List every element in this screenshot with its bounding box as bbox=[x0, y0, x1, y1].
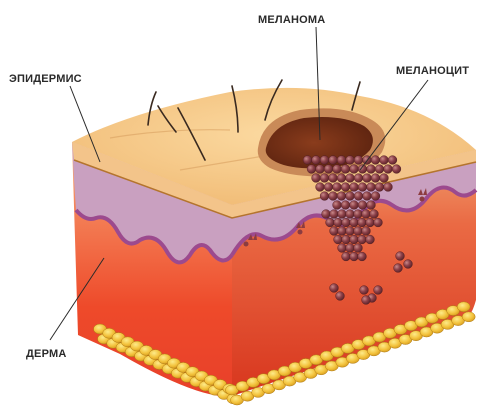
label-melanoma: МЕЛАНОМА bbox=[258, 14, 325, 26]
label-melanocyte: МЕЛАНОЦИТ bbox=[396, 65, 469, 77]
label-dermis: ДЕРМА bbox=[26, 348, 66, 360]
label-epidermis: ЭПИДЕРМИС bbox=[9, 73, 82, 85]
